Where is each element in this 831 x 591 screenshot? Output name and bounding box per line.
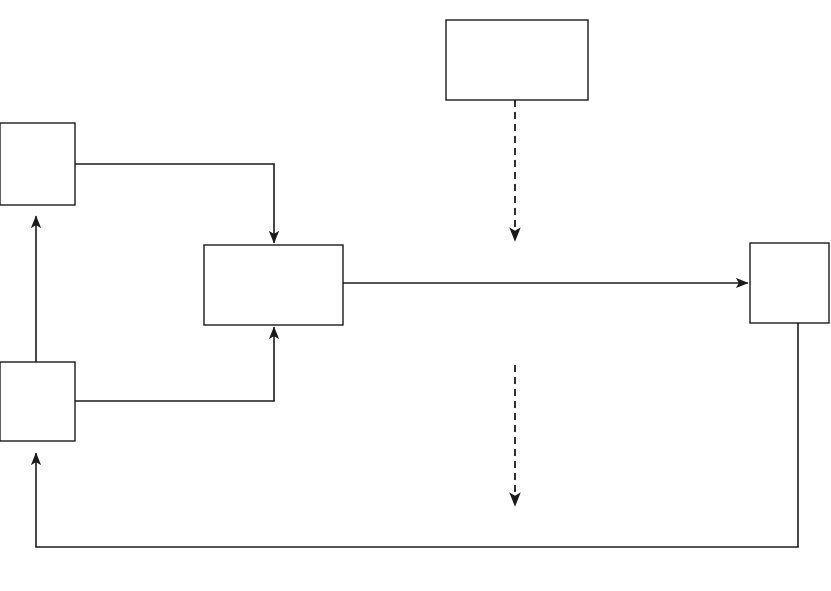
node-top-left[interactable]: [0, 122, 76, 206]
edge-bottom-left-to-center[interactable]: [75, 326, 280, 402]
node-bottom-left[interactable]: [0, 361, 76, 442]
node-center-rect[interactable]: [203, 244, 344, 326]
edges-layer: [30, 100, 799, 548]
node-right[interactable]: [749, 242, 830, 324]
node-center[interactable]: [203, 244, 344, 326]
nodes-layer: [0, 19, 830, 442]
node-top-center-rect[interactable]: [445, 19, 589, 101]
node-top-center[interactable]: [445, 19, 589, 101]
edge-feedback-loop[interactable]: [30, 323, 799, 548]
edge-top-left-to-center[interactable]: [75, 163, 280, 244]
node-bottom-left-rect[interactable]: [0, 361, 76, 442]
node-right-rect[interactable]: [749, 242, 830, 324]
node-top-left-rect[interactable]: [0, 122, 76, 206]
